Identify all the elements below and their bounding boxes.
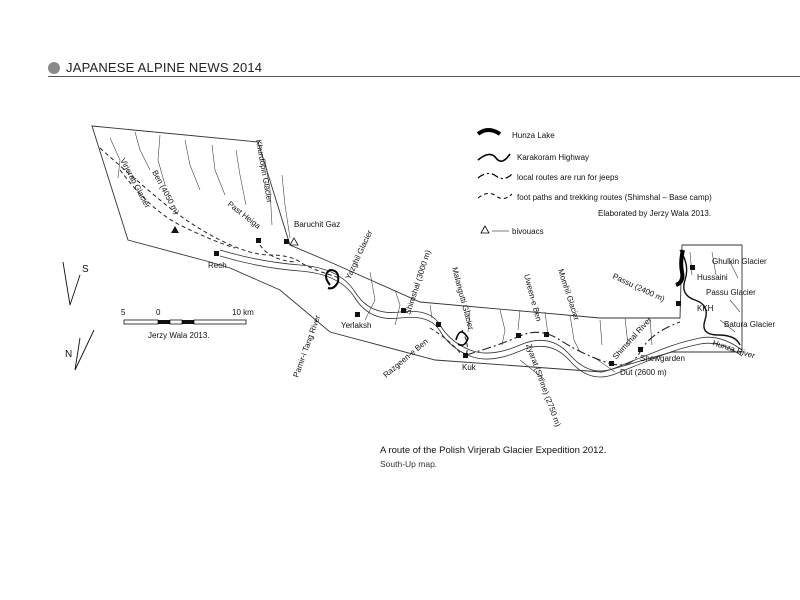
place-baruchit-gaz: Baruchit Gaz bbox=[294, 220, 340, 229]
legend-foot-symbol bbox=[477, 192, 513, 200]
tributary-lines bbox=[109, 131, 741, 381]
place-hussaini: Hussaini bbox=[697, 273, 728, 282]
legend-foot-label: foot paths and trekking routes (Shimshal… bbox=[517, 193, 712, 202]
yazghil-curl bbox=[325, 268, 340, 290]
legend-highway-symbol bbox=[477, 153, 511, 162]
feature-yazghil-glacier: Yazghil Glacier bbox=[344, 229, 375, 281]
place-dut: Dut (2600 m) bbox=[620, 368, 667, 377]
bivouac-marker bbox=[289, 237, 299, 246]
place-yerlaksh: Yerlaksh bbox=[341, 321, 371, 330]
hunza-lake bbox=[675, 249, 685, 287]
scale-credit: Jerzy Wala 2013. bbox=[148, 331, 210, 340]
hussaini-marker bbox=[690, 265, 695, 270]
feature-uween-ben: Uween-e Ben bbox=[522, 273, 543, 322]
compass bbox=[62, 261, 95, 371]
karakoram-highway bbox=[679, 249, 741, 346]
legend-hunza-lake-label: Hunza Lake bbox=[512, 131, 555, 140]
kuk-marker bbox=[463, 353, 468, 358]
feature-razgeen-ben: Razgeen-e Ben bbox=[382, 337, 430, 380]
place-passu: Passu (2400 m) bbox=[611, 272, 666, 304]
place-shewgarden: Shewgarden bbox=[640, 354, 685, 363]
header-bullet-icon bbox=[48, 61, 60, 74]
compass-south-label: S bbox=[82, 264, 89, 275]
header-rule bbox=[48, 76, 800, 77]
feature-pamir-tang-river: Pamir-i Tang River bbox=[291, 314, 322, 379]
feature-hunza-river: Hunza River bbox=[711, 338, 756, 360]
feature-batura-glacier: Batura Glacier bbox=[724, 320, 775, 329]
page-header: JAPANESE ALPINE NEWS 2014 bbox=[48, 60, 262, 75]
rech-marker bbox=[214, 251, 219, 256]
camp-marker bbox=[256, 238, 261, 243]
legend-jeep-label: local routes are run for jeeps bbox=[517, 173, 618, 182]
feature-passu-glacier: Passu Glacier bbox=[706, 288, 756, 297]
place-ben: Ben (4050 m) bbox=[150, 169, 181, 216]
feature-khurdopin-glacier: Khurdopin Glacier bbox=[254, 139, 274, 204]
dut-marker bbox=[609, 361, 614, 366]
legend-bivouac-symbol bbox=[480, 225, 490, 234]
feature-past-heiga: Past Heiga bbox=[226, 199, 263, 231]
map-caption-title: A route of the Polish Virjerab Glacier E… bbox=[380, 445, 607, 456]
feature-momhil-glacier: Momhil Glacier bbox=[556, 268, 581, 322]
map-legend: Hunza Lake Karakoram Highway local route… bbox=[476, 128, 712, 236]
legend-bivouac-label: bivouacs bbox=[512, 227, 544, 236]
place-kuk: Kuk bbox=[462, 363, 477, 372]
yerlaksh-marker bbox=[355, 312, 360, 317]
feature-malangutti-glacier: Malangutti Glacier bbox=[450, 266, 475, 331]
settlement-markers bbox=[214, 238, 695, 366]
place-rech: Rech bbox=[208, 261, 227, 270]
compass-north-label: N bbox=[65, 349, 72, 360]
legend-hunza-lake-symbol bbox=[476, 128, 502, 136]
scale-tick-10km: 10 km bbox=[232, 308, 254, 317]
place-kkh: KKH bbox=[697, 304, 714, 313]
map-caption-subtitle: South-Up map. bbox=[380, 459, 438, 469]
legend-jeep-symbol bbox=[477, 172, 513, 180]
baruchit-gaz-marker bbox=[284, 239, 289, 244]
feature-ghulkin-glacier: Ghulkin Glacier bbox=[712, 257, 767, 266]
legend-highway-label: Karakoram Highway bbox=[517, 153, 589, 162]
uween-marker bbox=[544, 332, 549, 337]
razgeen-marker bbox=[436, 322, 441, 327]
scale-tick-5: 5 bbox=[121, 308, 126, 317]
scale-tick-0: 0 bbox=[156, 308, 161, 317]
malangutti-hook bbox=[455, 331, 469, 346]
legend-credit: Elaborated by Jerzy Wala 2013. bbox=[598, 209, 711, 218]
place-shimshal-3000: Shimshal (3000 m) bbox=[403, 249, 432, 316]
shewgarden-marker bbox=[638, 347, 643, 352]
zyarat-marker bbox=[516, 333, 521, 338]
shimshal-river bbox=[219, 249, 743, 378]
scale-bar bbox=[123, 319, 247, 325]
shimshal-marker bbox=[401, 308, 406, 313]
place-zyarat: Zyarat (Shrine) (2750 m) bbox=[524, 343, 563, 429]
bivouac-marker bbox=[171, 226, 179, 233]
map-outline bbox=[91, 125, 743, 373]
header-title: JAPANESE ALPINE NEWS 2014 bbox=[66, 60, 263, 75]
passu-marker bbox=[676, 301, 681, 306]
